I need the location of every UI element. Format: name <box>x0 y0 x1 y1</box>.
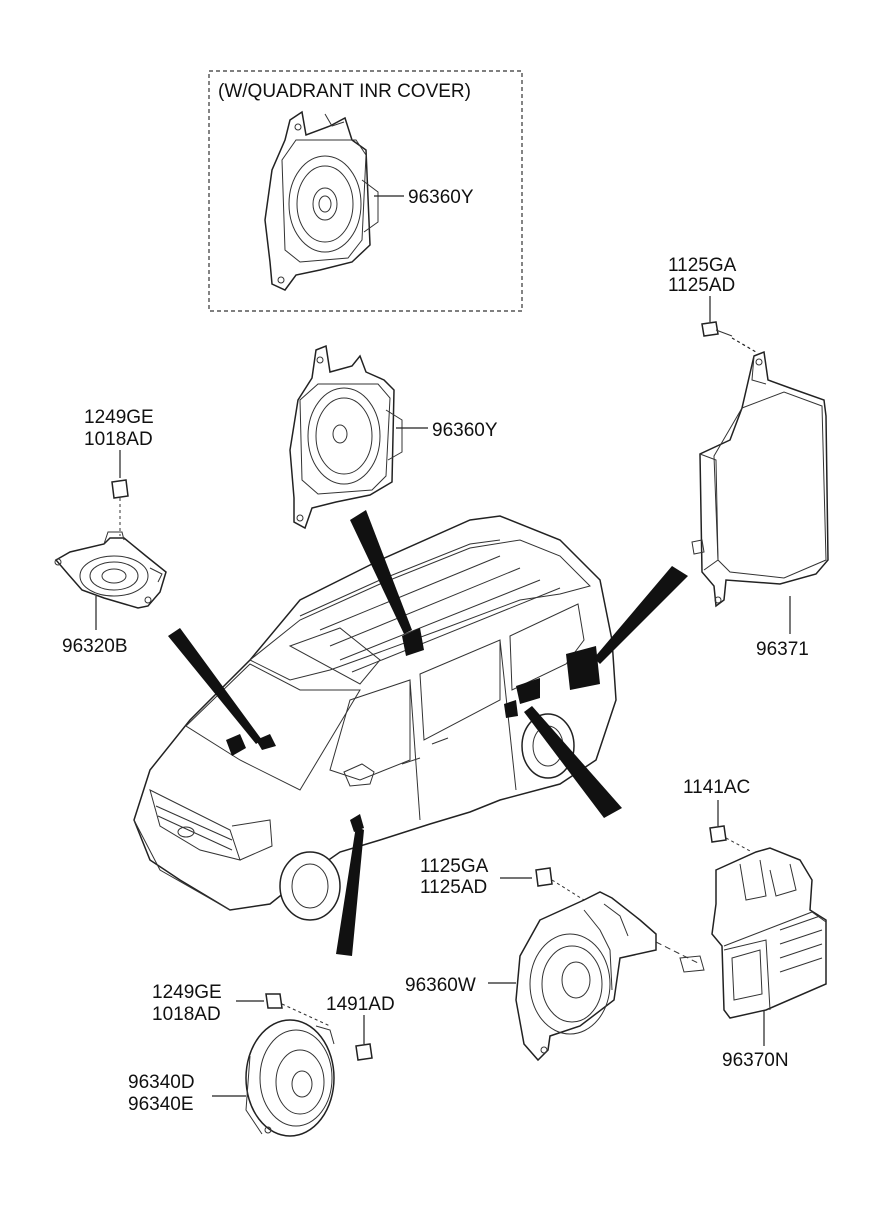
amp-large-drawing <box>691 350 829 608</box>
label-tweeter: 96320B <box>62 636 128 657</box>
label-amp-small: 96370N <box>722 1050 789 1071</box>
door-clip <box>355 1043 373 1061</box>
door-speaker-drawing <box>245 1019 335 1137</box>
label-bolt-amp-top-b: 1125AD <box>668 275 735 296</box>
tweeter-drawing <box>54 531 167 609</box>
label-door-bolt-b: 1018AD <box>152 1004 221 1025</box>
label-tweeter-bolt-b: 1018AD <box>84 429 153 450</box>
label-amp-large: 96371 <box>756 639 809 660</box>
top-speaker-drawing <box>289 344 403 530</box>
label-amp-small-bolt: 1141AC <box>683 777 750 798</box>
label-rear-speaker: 96360W <box>405 975 476 996</box>
inset-speaker-drawing <box>264 110 379 291</box>
label-door-speaker-b: 96340E <box>128 1094 194 1115</box>
amp-small-drawing <box>679 847 827 1019</box>
label-door-speaker-a: 96340D <box>128 1072 195 1093</box>
label-inset-speaker: 96360Y <box>408 187 474 208</box>
label-bolt-amp-top-a: 1125GA <box>668 255 737 276</box>
inset-box: (W/QUADRANT INR COVER) 96360Y <box>208 70 523 312</box>
label-rear-bolt-b: 1125AD <box>420 877 487 898</box>
rear-speaker-drawing <box>515 891 701 1062</box>
rear-speaker-bolt <box>535 867 585 901</box>
leader-wedges <box>168 510 688 956</box>
label-tweeter-bolt-a: 1249GE <box>84 407 154 428</box>
tweeter-bolt <box>111 479 129 536</box>
inset-title: (W/QUADRANT INR COVER) <box>218 81 471 102</box>
label-top-speaker: 96360Y <box>432 420 498 441</box>
label-rear-bolt-a: 1125GA <box>420 856 489 877</box>
door-bolt <box>265 993 331 1027</box>
label-door-bolt-a: 1249GE <box>152 982 222 1003</box>
amp-small-bolt <box>709 825 753 853</box>
label-clip: 1491AD <box>326 994 395 1015</box>
van-drawing <box>133 515 617 921</box>
amp-top-bolt <box>701 321 733 337</box>
